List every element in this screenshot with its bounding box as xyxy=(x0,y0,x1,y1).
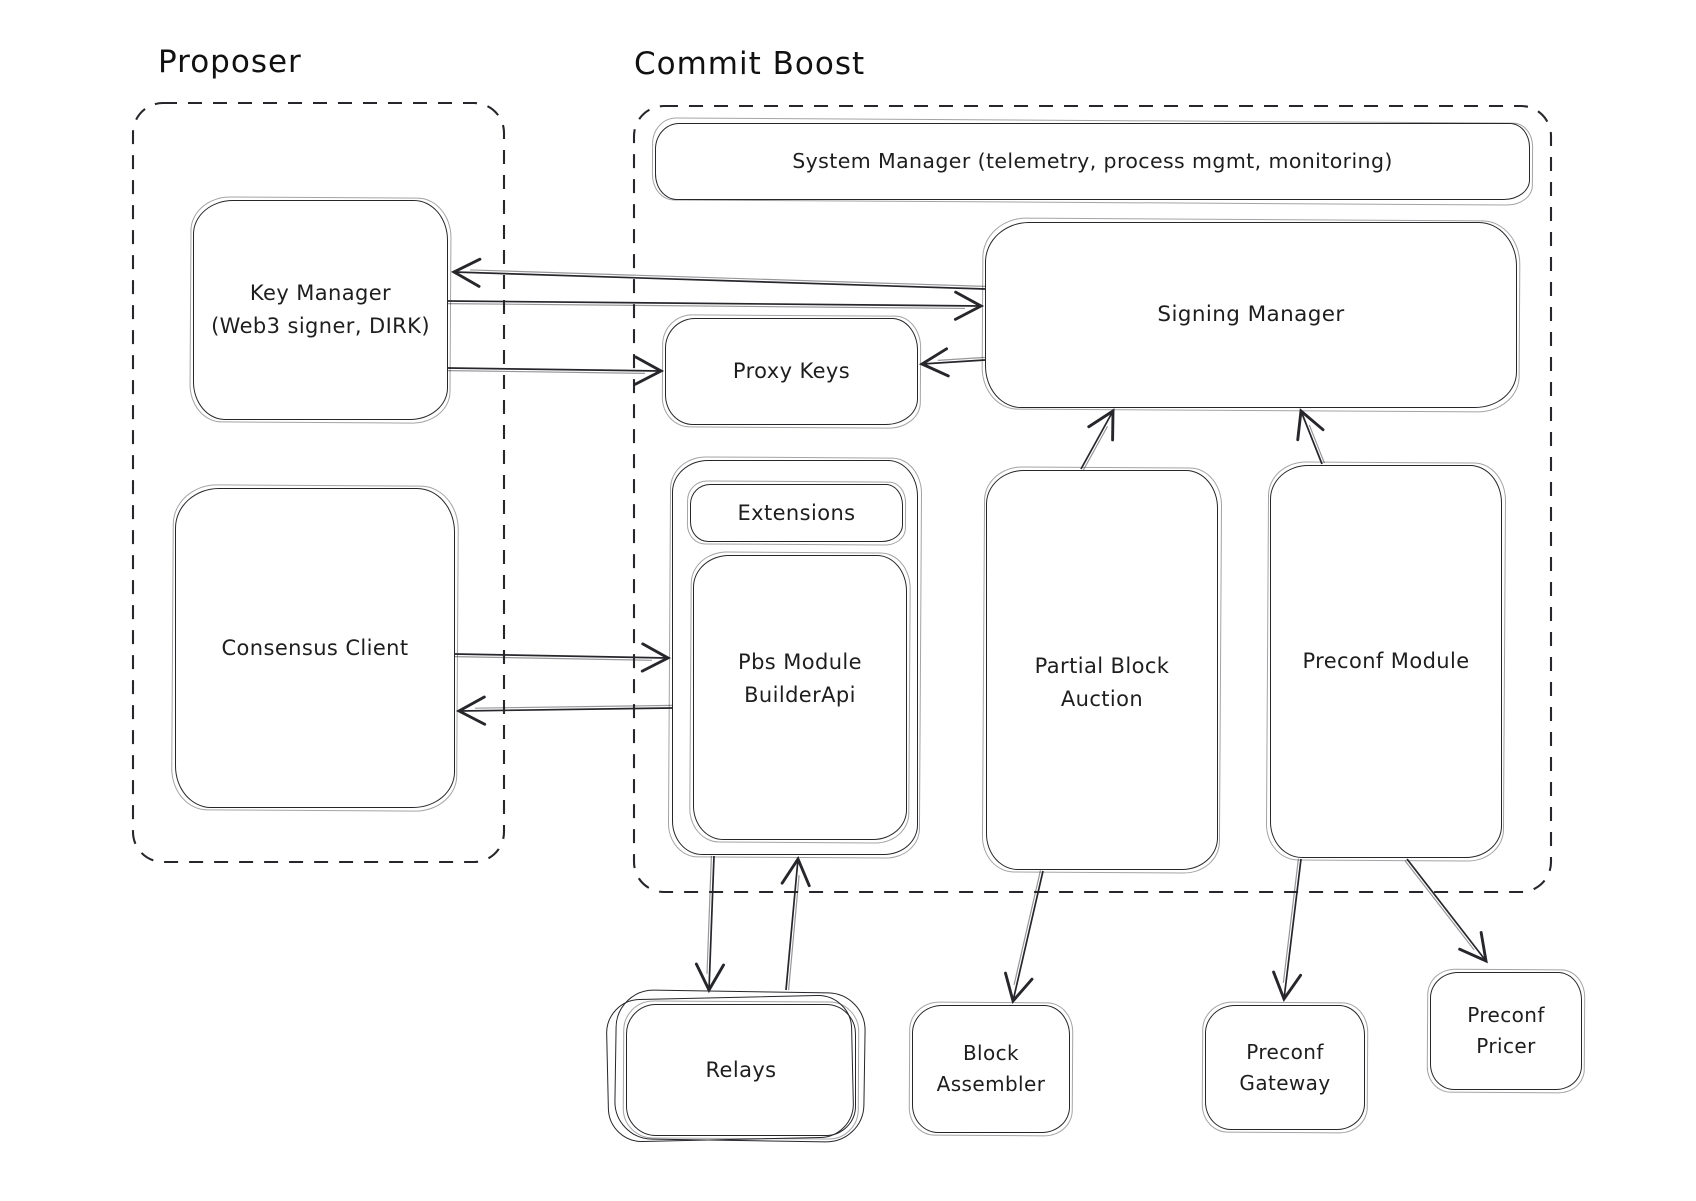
edge-preconf-module-to-signing-manager xyxy=(1296,408,1325,465)
edge-pbs-module-to-relays xyxy=(694,855,725,994)
edge-signing-manager-to-proxy-keys xyxy=(918,347,986,378)
key-manager-label: Key Manager (Web3 signer, DIRK) xyxy=(211,281,430,338)
proposer-group-container xyxy=(131,101,506,864)
proposer-group-title: Proposer xyxy=(158,44,302,80)
consensus-client-box: Consensus Client xyxy=(175,488,455,808)
preconf-module-label: Preconf Module xyxy=(1302,649,1470,674)
edge-pbs-module-to-consensus-client xyxy=(455,695,673,726)
edge-key-manager-to-proxy-keys xyxy=(447,355,665,386)
signing-manager-box: Signing Manager xyxy=(985,222,1517,408)
partial-block-auction-box: Partial Block Auction xyxy=(986,470,1218,870)
pbs-module-label: Pbs Module BuilderApi xyxy=(738,649,862,707)
edge-relays-to-pbs-module xyxy=(780,855,811,991)
signing-manager-label: Signing Manager xyxy=(1157,302,1345,328)
edge-consensus-client-to-pbs-module xyxy=(454,642,672,673)
key-manager-box: Key Manager (Web3 signer, DIRK) xyxy=(193,200,448,420)
pbs-module-box: Pbs Module BuilderApi xyxy=(693,555,907,840)
commit-boost-group-container xyxy=(632,104,1553,894)
relays-label: Relays xyxy=(705,1057,777,1082)
preconf-pricer-box: Preconf Pricer xyxy=(1430,972,1582,1090)
block-assembler-box: Block Assembler xyxy=(912,1005,1070,1133)
proxy-keys-box: Proxy Keys xyxy=(665,318,918,425)
extensions-title-box: Extensions xyxy=(690,484,903,542)
relays-box: Relays xyxy=(626,1004,856,1136)
commit-boost-group-title: Commit Boost xyxy=(634,46,866,82)
preconf-gateway-box: Preconf Gateway xyxy=(1205,1005,1365,1130)
edge-preconf-module-to-preconf-pricer xyxy=(1404,858,1488,964)
edge-partial-block-auction-to-block-assembler xyxy=(1004,870,1044,1004)
extensions-label: Extensions xyxy=(737,500,856,525)
edge-partial-block-auction-to-signing-manager xyxy=(1080,408,1115,471)
partial-block-auction-label: Partial Block Auction xyxy=(1034,654,1170,711)
proxy-keys-label: Proxy Keys xyxy=(732,359,851,384)
block-assembler-label: Block Assembler xyxy=(936,1041,1046,1096)
system-manager-box: System Manager (telemetry, process mgmt,… xyxy=(655,123,1530,200)
edge-signing-manager-to-key-manager xyxy=(450,257,986,290)
edge-key-manager-to-signing-manager xyxy=(447,290,985,321)
preconf-pricer-label: Preconf Pricer xyxy=(1467,1003,1545,1058)
system-manager-label: System Manager (telemetry, process mgmt,… xyxy=(792,148,1393,173)
preconf-module-box: Preconf Module xyxy=(1270,465,1502,858)
consensus-client-label: Consensus Client xyxy=(221,635,409,660)
preconf-gateway-label: Preconf Gateway xyxy=(1239,1039,1331,1095)
edge-preconf-module-to-preconf-gateway xyxy=(1272,858,1303,1003)
